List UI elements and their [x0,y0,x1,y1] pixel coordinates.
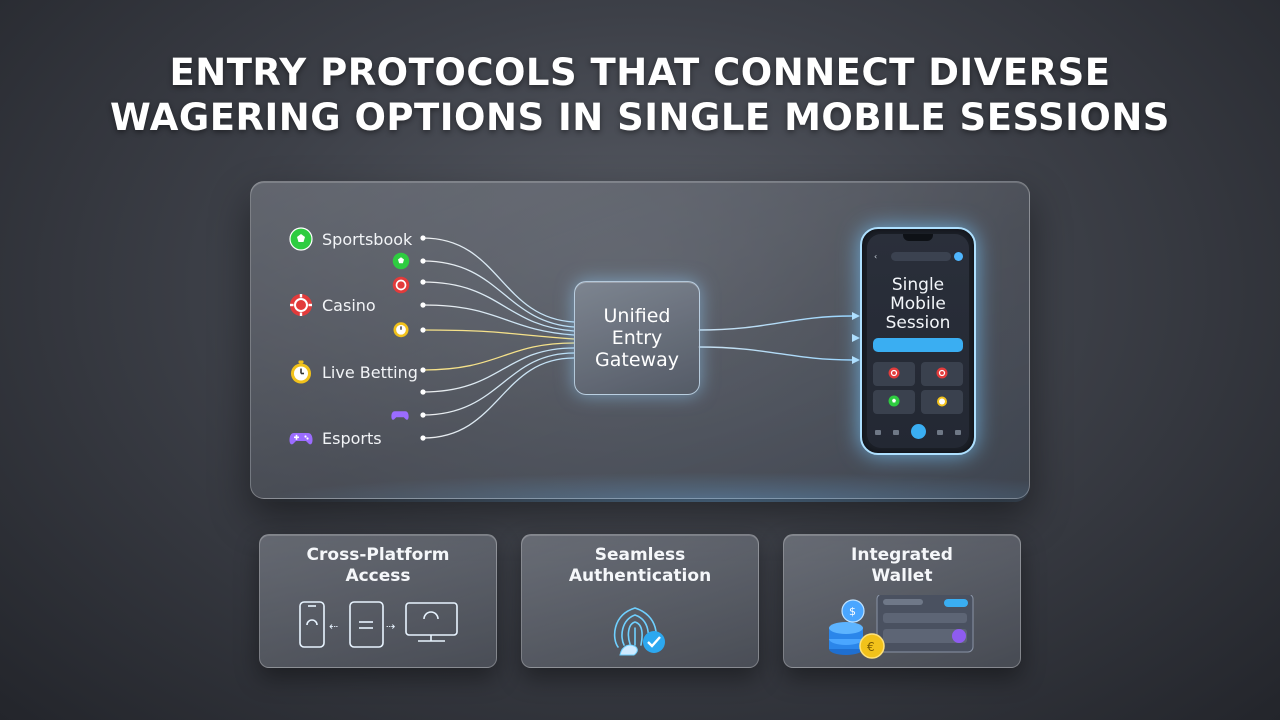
feature-title: Seamless Authentication [522,545,758,587]
phone-screen: ‹ Single Mobile Session [867,234,969,448]
gateway-line-1: Unified [603,305,671,327]
feature-card-wallet: Integrated Wallet $ € [783,534,1021,668]
title-line-1: ENTRY PROTOCOLS THAT CONNECT DIVERSE [169,51,1111,94]
feature-title-line-2: Access [345,566,411,586]
feature-title: Cross-Platform Access [260,545,496,587]
phone-tile-casino-2 [921,362,963,386]
phone-mockup: ‹ Single Mobile Session [860,227,976,455]
swap-arrow-icon: ⇢ [386,620,395,633]
wallet-icon: $ € [829,595,974,659]
feature-title-line-2: Authentication [568,566,712,586]
phone-notch [903,234,933,241]
gateway-line-3: Gateway [595,349,679,371]
source-label: Sportsbook [322,229,413,249]
source-label: Live Betting [322,362,418,382]
source-esports: Esports [289,426,382,450]
gamepad-icon [289,433,313,445]
phone-search-bar [891,252,951,261]
phone-title-line-1: Single [891,275,945,295]
phone-tile-casino [873,362,915,386]
poker-chip-icon [888,367,900,379]
phone-primary-button [873,338,963,352]
source-sportsbook: Sportsbook [289,227,412,251]
nav-sports-icon [893,430,899,435]
feature-title-line-1: Integrated [851,545,953,565]
poker-chip-icon [936,367,948,379]
nav-home-icon [875,430,881,435]
stopwatch-icon [937,396,947,407]
stopwatch-icon [393,322,409,338]
feature-title-line-1: Seamless [594,545,686,565]
phone-tile-sportsbook [873,390,915,414]
poker-chip-icon [392,276,410,294]
source-label: Esports [322,428,382,448]
phone-bottom-nav [873,424,963,439]
phone-profile-dot [954,252,963,261]
gamepad-icon [391,411,409,420]
coin-stack-icon: $ [829,599,865,655]
euro-coin-icon: € [859,633,885,659]
svg-text:$: $ [849,605,856,618]
feature-title-line-1: Cross-Platform [306,545,450,565]
phone-title-line-2: Mobile [890,294,946,314]
source-live-betting: Live Betting [289,360,418,384]
devices-sync-icon: ⇠ ⇢ [299,601,458,648]
poker-chip-icon [290,294,312,316]
phone-session-title: Single Mobile Session [867,276,969,333]
soccer-ball-icon [392,252,410,270]
page-title: ENTRY PROTOCOLS THAT CONNECT DIVERSE WAG… [0,50,1280,140]
feature-title: Integrated Wallet [784,545,1020,587]
feature-title-line-2: Wallet [871,566,933,586]
feature-card-authentication: Seamless Authentication [521,534,759,668]
soccer-ball-icon [888,395,900,407]
unified-entry-gateway: Unified Entry Gateway [574,281,700,395]
nav-center-icon [911,424,926,439]
nav-profile-icon [955,430,961,435]
back-arrow-icon: ‹ [874,252,878,261]
title-line-2: WAGERING OPTIONS IN SINGLE MOBILE SESSIO… [110,96,1170,139]
soccer-ball-icon [289,227,313,251]
feature-card-cross-platform: Cross-Platform Access ⇠ ⇢ [259,534,497,668]
swap-arrow-icon: ⇠ [329,620,338,633]
fingerprint-icon [613,607,665,656]
gateway-line-2: Entry [611,327,663,349]
phone-title-line-3: Session [885,313,951,333]
svg-text:€: € [867,640,875,654]
nav-cards-icon [937,430,943,435]
source-casino: Casino [289,293,376,317]
stopwatch-icon [291,360,311,384]
phone-tile-live [921,390,963,414]
source-label: Casino [322,295,376,315]
